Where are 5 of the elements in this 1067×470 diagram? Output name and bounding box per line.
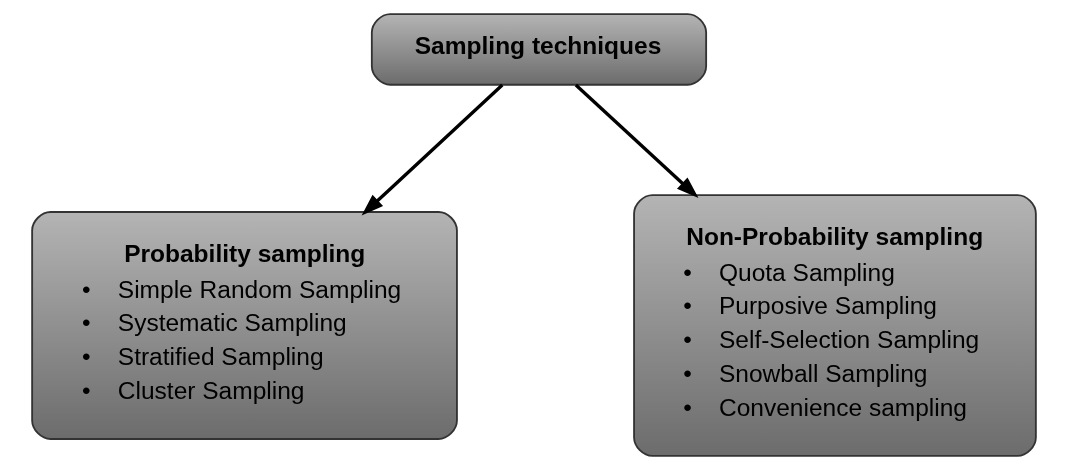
node-box: Probability sampling • Simple Random Sampling • Systematic Sampling • Stratified Sampling • Cluster Sampling — [30, 211, 458, 440]
arrow — [574, 83, 698, 199]
arrow — [361, 83, 503, 216]
node-box: Sampling techniques — [370, 13, 707, 86]
node-box: Non-Probability sampling • Quota Sampling • Purposive Sampling • Self-Selection Sampling • Snowball Sampling • Convenience sampling — [632, 194, 1037, 457]
